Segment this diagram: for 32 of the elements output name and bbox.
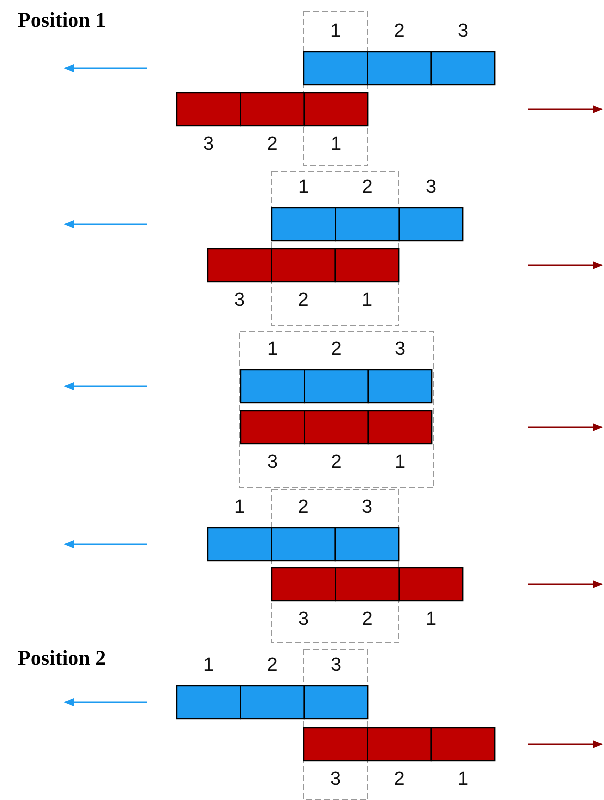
cell-number: 3 <box>394 339 406 361</box>
cell-number: 3 <box>268 452 278 474</box>
cell-number: 1 <box>268 339 278 361</box>
cell-number: 3 <box>330 769 342 791</box>
cell-number: 1 <box>330 134 342 156</box>
cell-number: 2 <box>298 290 309 312</box>
cell-number: 2 <box>331 452 342 474</box>
cell-number: 3 <box>330 655 342 677</box>
cell-number: 1 <box>234 497 246 519</box>
cell-number: 2 <box>362 177 373 199</box>
cell-number: 3 <box>426 177 437 199</box>
position-heading: Position 1 <box>18 8 106 32</box>
cell-number: 1 <box>204 655 214 677</box>
position-heading: Position 2 <box>18 646 106 670</box>
cell-number: 2 <box>394 769 405 791</box>
cell-number: 3 <box>362 497 373 519</box>
cell-number: 1 <box>426 609 437 631</box>
cell-number: 1 <box>330 21 342 43</box>
cell-number: 2 <box>267 655 278 677</box>
cell-number: 3 <box>204 134 214 156</box>
cell-number: 1 <box>362 290 373 312</box>
cell-number: 2 <box>362 609 373 631</box>
cell-number: 2 <box>331 339 342 361</box>
cell-number: 1 <box>458 769 469 791</box>
cell-number: 3 <box>234 290 246 312</box>
cell-number: 2 <box>298 497 309 519</box>
cell-number: 1 <box>298 177 310 199</box>
cell-number: 2 <box>394 21 405 43</box>
cell-number: 1 <box>394 452 406 474</box>
cell-number: 2 <box>267 134 278 156</box>
cell-number: 3 <box>298 609 310 631</box>
cell-number: 3 <box>458 21 469 43</box>
